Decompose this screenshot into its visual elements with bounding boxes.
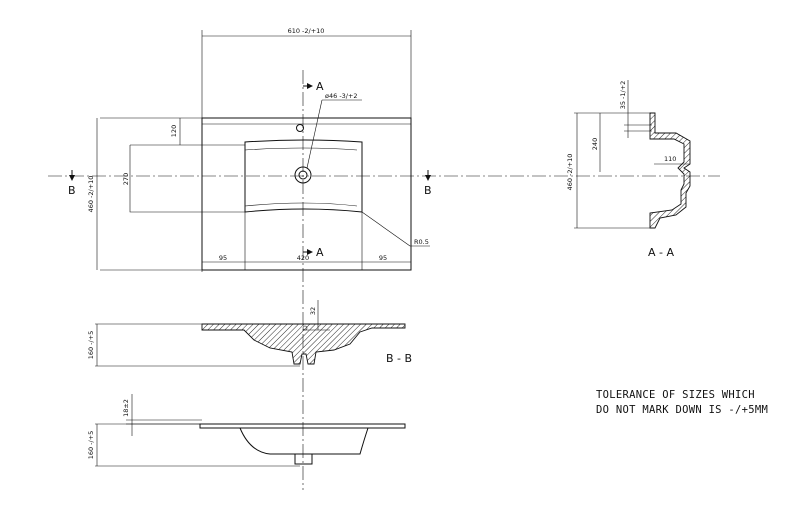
section-a-top-label: A: [316, 80, 324, 93]
dim-top-width: 610 -2/+10: [288, 27, 325, 35]
dim-left-95: 95: [219, 254, 227, 262]
dim-aa-35: 35 -1/+2: [619, 81, 627, 110]
dim-depth-120: 120: [170, 125, 178, 137]
section-aa-label: A - A: [648, 246, 674, 259]
dim-aa-depth: 460 -2/+10: [566, 154, 574, 191]
section-aa: 460 -2/+10 240 35 -1/+2 110 A - A: [566, 80, 691, 259]
dim-bb-32: 32: [309, 307, 317, 315]
note-line-2: DO NOT MARK DOWN IS -/+5MM: [596, 404, 768, 416]
section-b-right-label: B: [424, 184, 432, 197]
dim-bb-height: 160 -/+5: [87, 331, 95, 360]
dim-bottom-height: 160 -/+5: [87, 431, 95, 460]
dim-side-depth: 460 -2/+10: [87, 176, 95, 213]
front-elevation: 18±2 160 -/+5: [87, 394, 406, 467]
dim-hole-diameter: ø46 -3/+2: [325, 92, 358, 100]
section-a-bottom-label: A: [316, 246, 324, 259]
tolerance-note: TOLERANCE OF SIZES WHICH DO NOT MARK DOW…: [596, 389, 768, 416]
section-bb: 160 -/+5 32 B - B: [87, 300, 412, 367]
dim-bottom-18: 18±2: [122, 399, 130, 417]
note-line-1: TOLERANCE OF SIZES WHICH: [596, 389, 755, 401]
dim-right-95: 95: [379, 254, 387, 262]
dim-basin-270: 270: [122, 173, 130, 185]
plan-view: 610 -2/+10 460 -2/+10 120 270 ø46 -3/+2 …: [48, 27, 720, 490]
dim-radius: R0.5: [414, 238, 429, 246]
dim-aa-240: 240: [591, 138, 599, 150]
section-bb-label: B - B: [386, 352, 412, 365]
section-b-left-label: B: [68, 184, 76, 197]
dim-aa-110: 110: [664, 155, 676, 163]
